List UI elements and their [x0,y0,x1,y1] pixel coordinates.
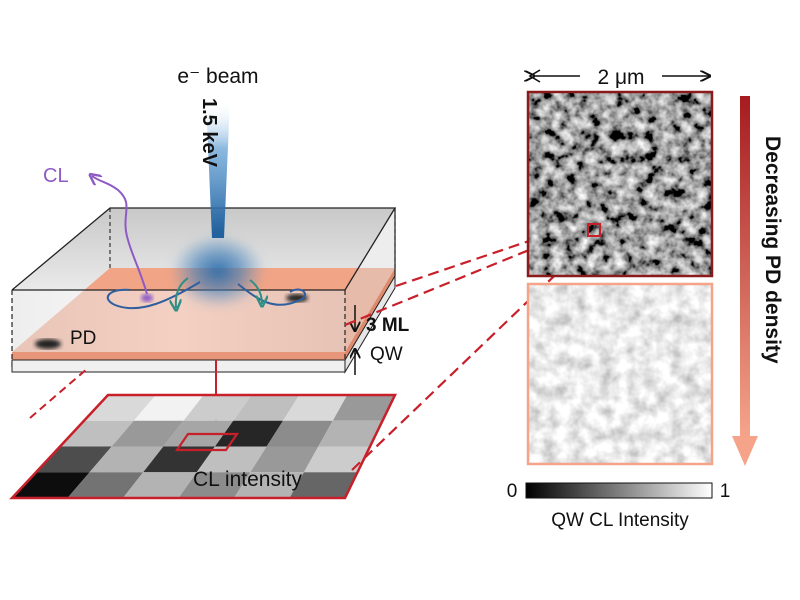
interaction-volume [170,237,266,313]
colorbar-min-label: 0 [507,481,518,502]
cl-intensity-map [9,393,397,500]
carrier-path-teal-right [249,279,262,304]
map-cell [283,395,348,421]
qw-layer-side [12,352,345,360]
energy-label: 1.5 keV [198,98,220,168]
zoom-target-pixel [587,223,601,237]
map-highlight-pixel [174,432,240,452]
cl-image-low-pd [526,282,714,466]
substrate-front [11,359,346,373]
map-cell [84,395,156,421]
map-cell [196,446,267,473]
thickness-label: 3 ML [366,315,410,336]
zoom-line-upper [344,223,591,327]
scale-bar-label: 2 μm [597,66,644,89]
map-cell [111,420,184,447]
map-frame [9,393,397,500]
carrier-path-right [237,283,306,306]
slab-right-face [345,208,395,352]
map-cell [234,472,304,498]
cl-label: CL [43,165,69,187]
map-cell [183,395,252,421]
map-cell [178,472,251,498]
point-defect-right [286,294,308,302]
map-cell [233,395,300,421]
map-cell [332,395,395,421]
point-defect-left [35,339,61,349]
beam-label: e⁻ beam [177,65,258,88]
colorbar-max-label: 1 [720,481,731,502]
cl-intensity-label: CL intensity [193,468,302,491]
map-cell [143,446,215,473]
colorbar-title: QW CL Intensity [551,510,689,531]
carrier-path-teal-left [176,277,189,308]
projection-line-left [29,367,89,419]
map-cell [303,446,370,473]
map-cell [89,446,164,473]
scale-bar [530,69,712,83]
point-defect-center [141,294,153,302]
map-cell [67,472,144,498]
colorbar [525,482,713,499]
electron-beam [206,100,230,238]
trend-arrow [732,96,758,466]
cl-photon-path [92,176,148,295]
map-cell [250,446,319,473]
zoom-line-lower [351,231,601,471]
trend-label: Decreasing PD density [761,136,784,364]
cl-image-high-pd [526,90,714,278]
map-cell [133,395,204,421]
zoom-line-top [395,238,533,288]
map-cell [289,472,358,498]
map-cell [123,472,197,498]
pd-label: PD [70,328,96,349]
qw-label: QW [370,344,403,365]
map-cell [318,420,383,447]
map-cell [266,420,333,447]
